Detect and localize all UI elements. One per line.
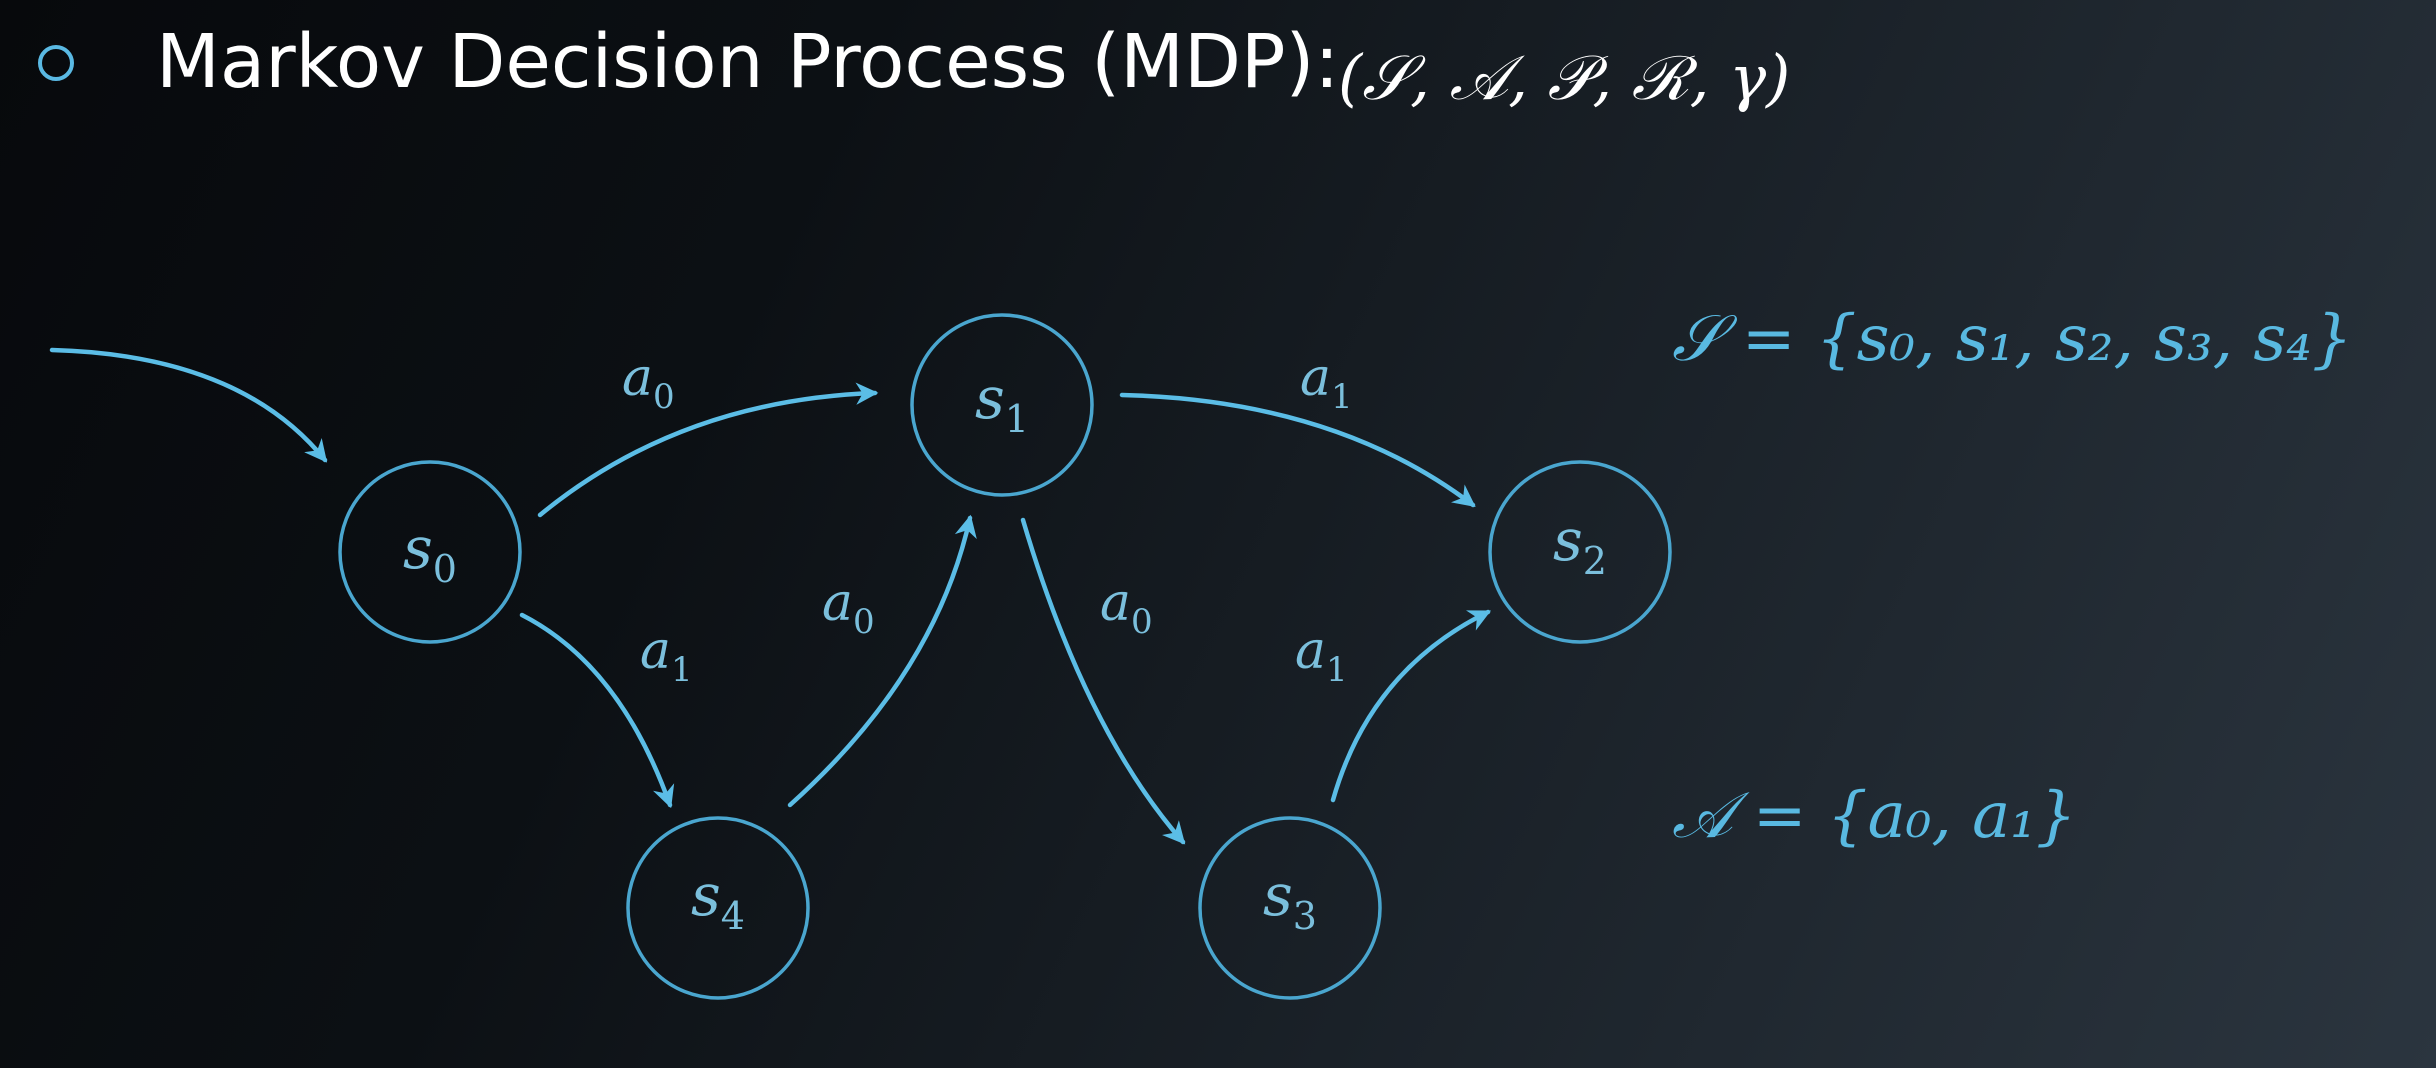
actions-set-definition: 𝒜 = {a₀, a₁} [1672, 779, 2077, 853]
edge-label-s0-s4: a1 [640, 621, 693, 690]
node-label-s4: s4 [691, 861, 745, 938]
edge-label-s1-s2: a1 [1300, 348, 1353, 417]
edge-s3-to-s2 [1330, 609, 1492, 803]
edge-s0-to-s1 [537, 382, 879, 518]
edge-label-s4-s1: a0 [822, 573, 875, 642]
node-s1: s1 [910, 313, 1094, 497]
edge-s1-to-s2 [1119, 392, 1476, 508]
node-label-s1: s1 [975, 364, 1029, 441]
states-set-definition: 𝒮 = {s₀, s₁, s₂, s₃, s₄} [1672, 302, 2353, 376]
edge-label-s3-s2: a1 [1295, 621, 1348, 690]
edge-start-to-s0 [49, 347, 328, 463]
node-s2: s2 [1488, 460, 1672, 644]
slide-header: Markov Decision Process (MDP): (𝒮, 𝒜, 𝒫,… [0, 0, 2436, 140]
edge-labels: a0 a1 a0 a1 a0 a1 [622, 348, 1353, 690]
node-label-s0: s0 [403, 514, 457, 591]
node-s0: s0 [338, 460, 522, 644]
edge-label-s0-s1: a0 [622, 348, 675, 417]
node-label-s3: s3 [1263, 861, 1317, 938]
diagram-nodes: s0 s1 s2 s3 s4 [338, 313, 1672, 1000]
node-s3: s3 [1198, 816, 1382, 1000]
edge-label-s1-s3: a0 [1100, 573, 1153, 642]
node-label-s2: s2 [1553, 506, 1607, 583]
slide-title: Markov Decision Process (MDP): [156, 19, 1340, 105]
mdp-tuple: (𝒮, 𝒜, 𝒫, ℛ, γ) [1338, 41, 1791, 114]
hollow-circle-bullet-icon [38, 45, 74, 81]
edge-s1-to-s3 [1020, 517, 1186, 845]
edge-s4-to-s1 [787, 514, 977, 808]
edge-s0-to-s4 [519, 612, 675, 809]
diagram-edges [49, 347, 1492, 845]
node-s4: s4 [626, 816, 810, 1000]
